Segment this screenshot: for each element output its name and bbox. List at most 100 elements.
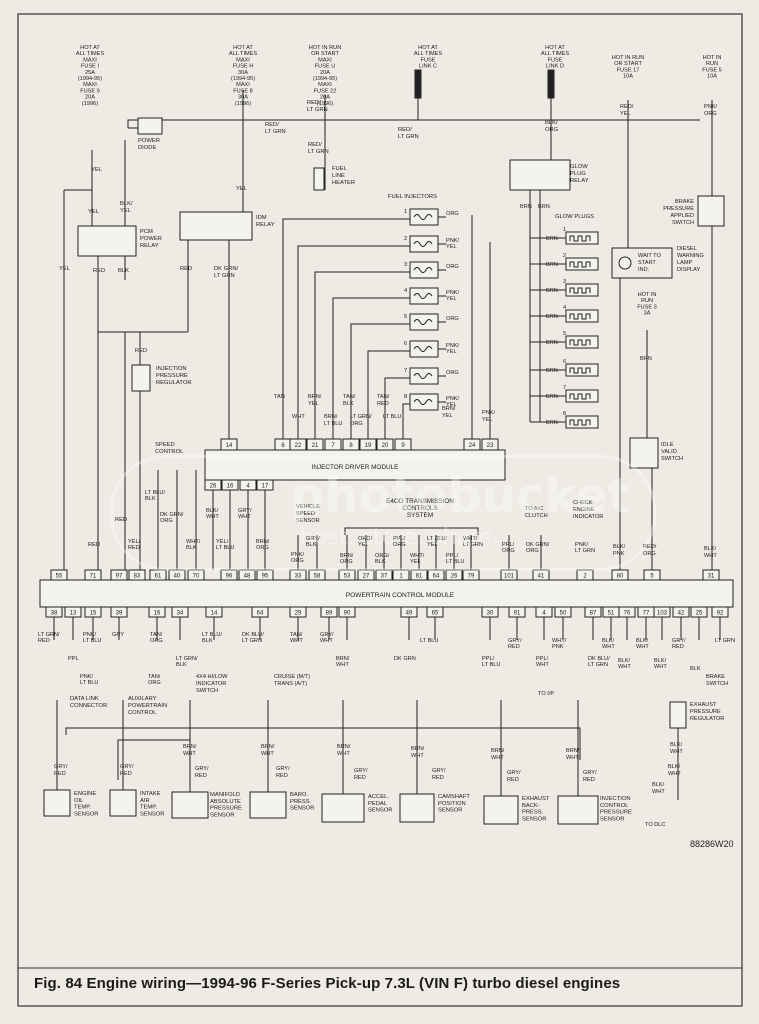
injector-wire-color: YEL xyxy=(446,244,457,250)
injector-coil xyxy=(413,346,433,352)
wire-label-mid: WHT xyxy=(206,514,219,520)
injector-coil xyxy=(413,241,433,247)
wire-label-low: TAN/ xyxy=(148,674,161,680)
power-diode-label: DIODE xyxy=(138,145,156,151)
wire-label-tanblk: BLK xyxy=(343,401,354,407)
pcm-bottom-pin-label: 87 xyxy=(590,611,597,617)
ground-blk-wht-label: BLK/ xyxy=(652,782,665,788)
sensor-label-4: ACCEL. xyxy=(368,794,389,800)
sensor-brn-wht-label: BRN/ xyxy=(337,744,351,750)
wire-label-low: PNK xyxy=(552,644,564,650)
sensor-label-7: PRESSURE xyxy=(600,810,632,816)
pcm-power-relay-box xyxy=(77,225,137,257)
pcm-bottom-pin-label: 16 xyxy=(154,611,161,617)
pcm-bottom-pin-label: 50 xyxy=(560,611,567,617)
glow-plug-wire-label: BRN xyxy=(546,236,558,242)
power-source-fuse-h: HOT AT xyxy=(233,45,253,51)
fuel-injector-4 xyxy=(409,287,439,305)
pcm-top-pin-label: 71 xyxy=(90,574,97,580)
glow-plug-wire-label: BRN xyxy=(546,262,558,268)
wire-label-dkgrn-ltgrn: DK GRN/ xyxy=(214,266,239,272)
wire-label-mid: PPL/ xyxy=(393,536,406,542)
wire-label-mid: BRN/ xyxy=(256,539,270,545)
brake-switch-label: BRAKE xyxy=(706,674,725,680)
sensor-gry-red-label: GRY/ xyxy=(432,768,446,774)
pcm-bottom-pin-label: 4 xyxy=(542,611,546,617)
wire-label-low: LT GRN/ xyxy=(176,656,198,662)
pcm-top-pin xyxy=(289,569,307,581)
wire-label-low: GRY/ xyxy=(672,638,686,644)
power-source-fuse-h: (1996) xyxy=(235,101,251,107)
wire-label-low: WHT xyxy=(654,664,667,670)
wire-layer xyxy=(53,90,721,800)
pcm-top-pin xyxy=(410,569,428,581)
wire-label-mid: YEL xyxy=(410,559,421,565)
wire-label-brn-2: BRN xyxy=(538,204,550,210)
sensor-3 xyxy=(249,791,287,819)
pcm-bottom-pin xyxy=(320,606,338,618)
fuel-line-heater-label: LINE xyxy=(332,173,345,179)
sensor-label-6: EXHAUST xyxy=(522,796,550,802)
sensor-label-5: POSITION xyxy=(438,801,466,807)
injector-number: 3 xyxy=(404,262,407,268)
injector-wire-color: PNK/ xyxy=(446,343,460,349)
hi-low-switch-label: SWITCH xyxy=(196,688,218,694)
diesel-warning-label: LAMP xyxy=(677,260,693,266)
diesel-warning-label: WARNING xyxy=(677,253,704,259)
wire-label-low: PPL/ xyxy=(536,656,549,662)
brake-switch-label: SWITCH xyxy=(706,681,728,687)
wait-to-start-label: IND. xyxy=(638,267,650,273)
power-source-fuse-h: FUSE 8 xyxy=(233,88,253,94)
sensor-label-7: SENSOR xyxy=(600,816,624,822)
sensor-gry-red-label: RED xyxy=(507,777,519,783)
wire-label-low: LT GRN xyxy=(715,638,735,644)
injector-number: 7 xyxy=(404,368,407,374)
wire-label-brnyel-1: YEL xyxy=(308,401,319,407)
wire-label-redyel: RED/ xyxy=(620,104,634,110)
idm-bottom-pin xyxy=(204,479,222,491)
idm-pin-label: 20 xyxy=(382,443,389,449)
pcm-top-pin xyxy=(702,569,720,581)
cruise-trans-label: TRANS (A/T) xyxy=(274,681,307,687)
wire-label-low: GRY xyxy=(112,632,124,638)
pcm-top-pin-label: 79 xyxy=(468,574,475,580)
power-source-fuse-u: MAXI xyxy=(318,82,332,88)
pcm-top-pin-label: 5 xyxy=(650,574,654,580)
wire-label-red-3: RED xyxy=(135,348,147,354)
idm-pin xyxy=(481,438,499,451)
wire-label-low: BLK xyxy=(690,666,701,672)
idm-relay-label: IDM xyxy=(256,215,267,221)
glow-plug-element xyxy=(569,313,591,320)
brake-pressure-switch-label: BRAKE xyxy=(675,199,694,205)
injector-number: 4 xyxy=(404,288,408,294)
fuel-injector-6 xyxy=(409,340,439,358)
wire-label-mid: ORG/ xyxy=(358,536,373,542)
wire-label-low: BLK/ xyxy=(636,638,649,644)
wire-label-yel-4: YEL xyxy=(59,266,71,272)
idm-pin xyxy=(306,438,324,451)
injector-driver-module xyxy=(204,449,506,481)
power-source-fuse-h: FUSE H xyxy=(233,64,254,70)
wire-label-mid: LT GRN xyxy=(575,548,595,554)
data-link-connector-label: CONNECTOR xyxy=(70,703,107,709)
pcm-top-pin xyxy=(375,569,393,581)
sensor-gry-red-label: GRY/ xyxy=(583,770,597,776)
pcm-bottom-pin-label: 38 xyxy=(51,611,58,617)
power-source-fuse-u: (1994-95) xyxy=(313,76,337,82)
wire-label-low: LT GRN/ xyxy=(38,632,60,638)
power-source-fuse-u: 20A xyxy=(320,70,330,76)
pcm-top-pin-label: 26 xyxy=(451,574,458,580)
wait-to-start-label: START xyxy=(638,260,656,266)
brake-pressure-switch-box xyxy=(697,195,725,227)
sensor-brn-wht-label: BRN/ xyxy=(183,744,197,750)
power-source-fuse-9: (1996) xyxy=(82,101,98,107)
pcm-top-pin xyxy=(611,569,629,581)
sensor-label-0: ENGINE xyxy=(74,791,96,797)
auxiliary-powertrain-label: CONTROL xyxy=(128,710,157,716)
pcm-top-pin-label: 61 xyxy=(155,574,162,580)
wire-label-blk-yel: BLK/ xyxy=(120,201,133,207)
pcm-bottom-pin-label: 64 xyxy=(257,611,264,617)
sensor-brn-wht-label: BRN/ xyxy=(261,744,275,750)
pcm-bottom-pin xyxy=(711,606,729,618)
component-layer xyxy=(39,69,734,825)
